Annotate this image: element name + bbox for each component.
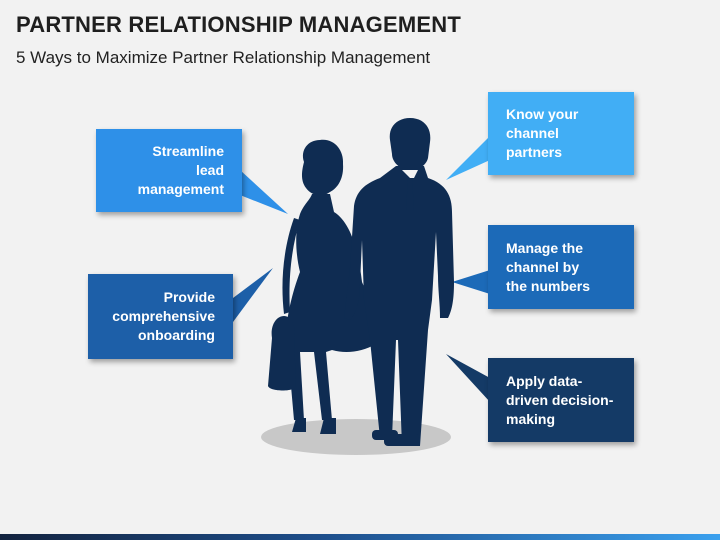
callout-line: channel [506, 125, 559, 141]
callout-2-tail [233, 268, 273, 322]
callout-provide-comprehensive-onboarding: Provide comprehensive onboarding [88, 274, 233, 359]
callout-line: driven decision- [506, 391, 614, 408]
callout-5-tail [446, 354, 490, 402]
callout-line: the numbers [506, 277, 591, 294]
ground-shadow [261, 419, 451, 455]
bottom-accent-bar [0, 534, 720, 540]
slide-subtitle: 5 Ways to Maximize Partner Relationship … [16, 48, 431, 67]
callout-1-tail [240, 170, 288, 214]
callout-3-tail [446, 136, 490, 180]
callout-line: Apply data- [506, 372, 583, 389]
callout-manage-channel-by-numbers: Manage the channel by the numbers [488, 225, 634, 309]
callout-line: comprehensive [112, 308, 215, 324]
callout-know-your-channel-partners: Know your channel partners [488, 92, 634, 175]
callout-line: making [506, 410, 556, 427]
callout-line: Provide [163, 289, 215, 305]
man-silhouette [344, 118, 454, 446]
callout-line: onboarding [138, 327, 215, 343]
callout-line: partners [506, 144, 563, 160]
callout-4-tail [452, 270, 490, 294]
callout-apply-data-driven-decision-making: Apply data- driven decision- making [488, 358, 634, 442]
callout-line: Manage the [506, 239, 584, 256]
callout-line: Streamline [152, 143, 224, 159]
tie-icon [402, 170, 418, 216]
callout-line: lead [195, 162, 224, 178]
callout-line: channel by [506, 258, 580, 275]
callout-streamline-lead-management: Streamline lead management [96, 129, 242, 212]
slide-title: PARTNER RELATIONSHIP MANAGEMENT [16, 12, 461, 37]
callout-line: Know your [506, 106, 579, 122]
callout-line: management [137, 181, 224, 197]
